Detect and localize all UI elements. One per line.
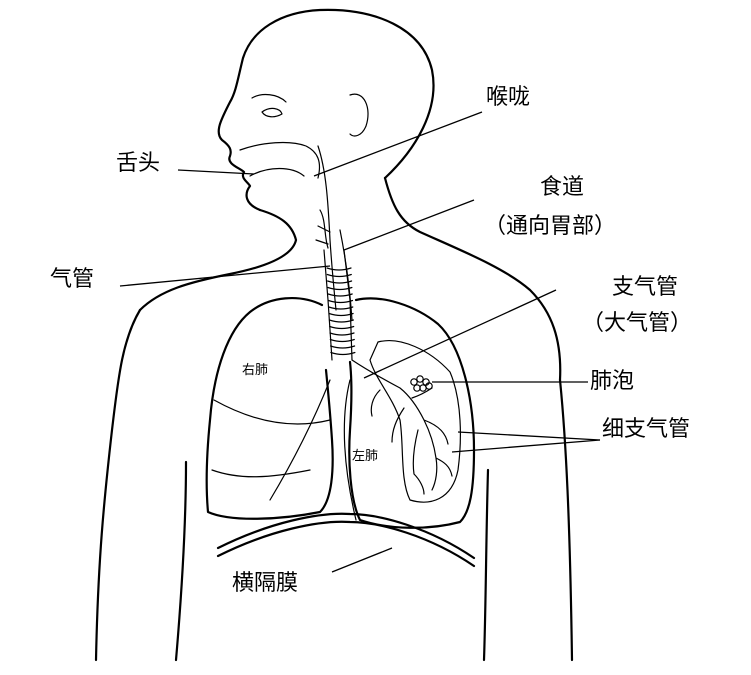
left-arm-outer <box>94 308 142 662</box>
trachea-ring <box>327 280 353 284</box>
label-diaphragm: 横隔膜 <box>232 571 298 596</box>
bronchi-branches <box>351 359 453 495</box>
leader-lines <box>119 111 601 573</box>
trachea-rings <box>326 267 356 356</box>
trachea-ring <box>329 325 355 330</box>
leader-bronchus <box>363 289 557 379</box>
label-alveoli: 肺泡 <box>590 369 634 394</box>
trachea-ring <box>327 299 354 304</box>
leader-trachea <box>119 265 331 287</box>
trachea-ring <box>327 286 353 291</box>
leader-diaphragm <box>331 547 393 573</box>
neck-back-shoulder <box>383 176 562 382</box>
leader-bronchioles-1 <box>457 431 601 441</box>
trachea-ring <box>326 267 352 271</box>
lungs <box>205 297 476 529</box>
eye <box>261 107 283 118</box>
right-lung-lobe-line <box>269 379 331 501</box>
trachea-ring <box>328 306 354 310</box>
right-arm-outer <box>558 378 574 662</box>
neck-front <box>138 208 298 312</box>
label-larynx: 喉咙 <box>486 85 530 110</box>
pharynx-back <box>317 145 337 311</box>
trachea-ring <box>328 312 354 317</box>
eyebrow <box>251 93 287 103</box>
trachea-ring <box>330 351 356 356</box>
label-bronchus: 支气管 <box>612 275 678 300</box>
right-lung-outline <box>205 297 334 520</box>
label-right-lung: 右肺 <box>242 363 268 378</box>
labels: 舌头 喉咙 食道 （通向胃部） 气管 支气管 （大气管） 肺泡 细支气管 右肺 … <box>50 85 692 596</box>
larynx-shape <box>315 209 331 249</box>
trachea-ring <box>330 345 356 349</box>
head-outline <box>217 8 435 212</box>
right-torso-side <box>482 468 490 662</box>
label-esophagus: 食道 <box>540 175 584 200</box>
label-bronchus-note: （大气管） <box>582 311 692 336</box>
body-silhouette <box>94 8 574 662</box>
leader-esophagus <box>343 199 475 251</box>
leader-bronchioles-2 <box>451 439 601 453</box>
trachea-ring <box>327 293 353 297</box>
nasal-cavity <box>239 141 321 179</box>
tongue-shape <box>249 167 305 177</box>
left-lung-section <box>369 340 461 503</box>
heart-notch <box>343 379 357 521</box>
trachea-ring <box>329 332 355 336</box>
diaphragm-shape <box>216 512 476 568</box>
leader-larynx <box>313 111 483 177</box>
trachea-ring <box>328 319 354 323</box>
left-lung-outline <box>348 297 476 529</box>
left-torso-side <box>174 460 188 662</box>
label-tongue: 舌头 <box>116 151 160 176</box>
bronchial-tree <box>351 359 453 495</box>
label-esophagus-note: （通向胃部） <box>484 214 616 239</box>
ear <box>349 93 369 137</box>
airway <box>315 145 356 361</box>
right-lung-fissure-1 <box>213 399 331 425</box>
label-left-lung: 左肺 <box>352 449 378 464</box>
trachea-ring <box>326 273 352 278</box>
trachea-ring <box>329 338 355 343</box>
leader-tongue <box>177 169 255 175</box>
label-trachea: 气管 <box>50 267 94 292</box>
face-details <box>239 93 369 179</box>
alveoli-cluster <box>410 375 433 392</box>
right-lung-fissure-2 <box>211 469 311 478</box>
label-bronchioles: 细支气管 <box>602 417 690 442</box>
